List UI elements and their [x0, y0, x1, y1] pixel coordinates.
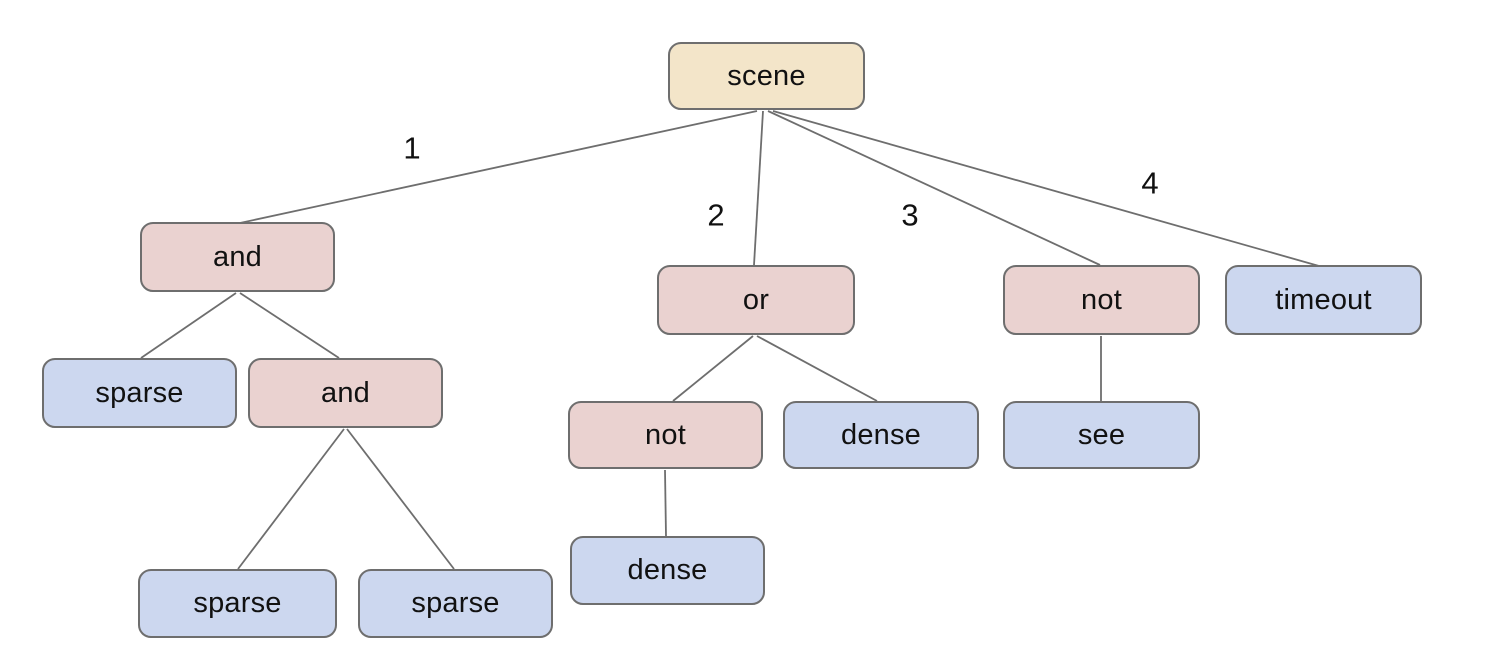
edge-or-dense: [756, 335, 878, 402]
node-dense-2: dense: [570, 536, 765, 605]
edge-and2-sparse2: [237, 428, 345, 570]
node-sparse-1: sparse: [42, 358, 237, 428]
edge-label-2: 2: [707, 197, 725, 233]
edge-scene-timeout: [772, 110, 1320, 267]
edge-not2-dense2: [664, 469, 667, 537]
edge-label-4: 4: [1141, 165, 1159, 201]
node-and-2: and: [248, 358, 443, 428]
node-and-1: and: [140, 222, 335, 292]
node-not-1: not: [1003, 265, 1200, 335]
edge-scene-not: [767, 110, 1101, 266]
edge-and-sparse: [140, 292, 237, 359]
edge-and-and: [239, 292, 340, 359]
edge-and2-sparse3: [346, 428, 455, 570]
node-or-1: or: [657, 265, 855, 335]
node-timeout: timeout: [1225, 265, 1422, 335]
node-sparse-2: sparse: [138, 569, 337, 638]
node-not-2: not: [568, 401, 763, 469]
node-dense-1: dense: [783, 401, 979, 469]
node-sparse-3: sparse: [358, 569, 553, 638]
node-scene: scene: [668, 42, 865, 110]
edge-scene-and: [239, 110, 758, 224]
edge-label-1: 1: [403, 130, 421, 166]
edge-label-3: 3: [901, 197, 919, 233]
node-see: see: [1003, 401, 1200, 469]
edge-scene-or: [753, 110, 764, 266]
edge-or-not: [672, 335, 754, 402]
